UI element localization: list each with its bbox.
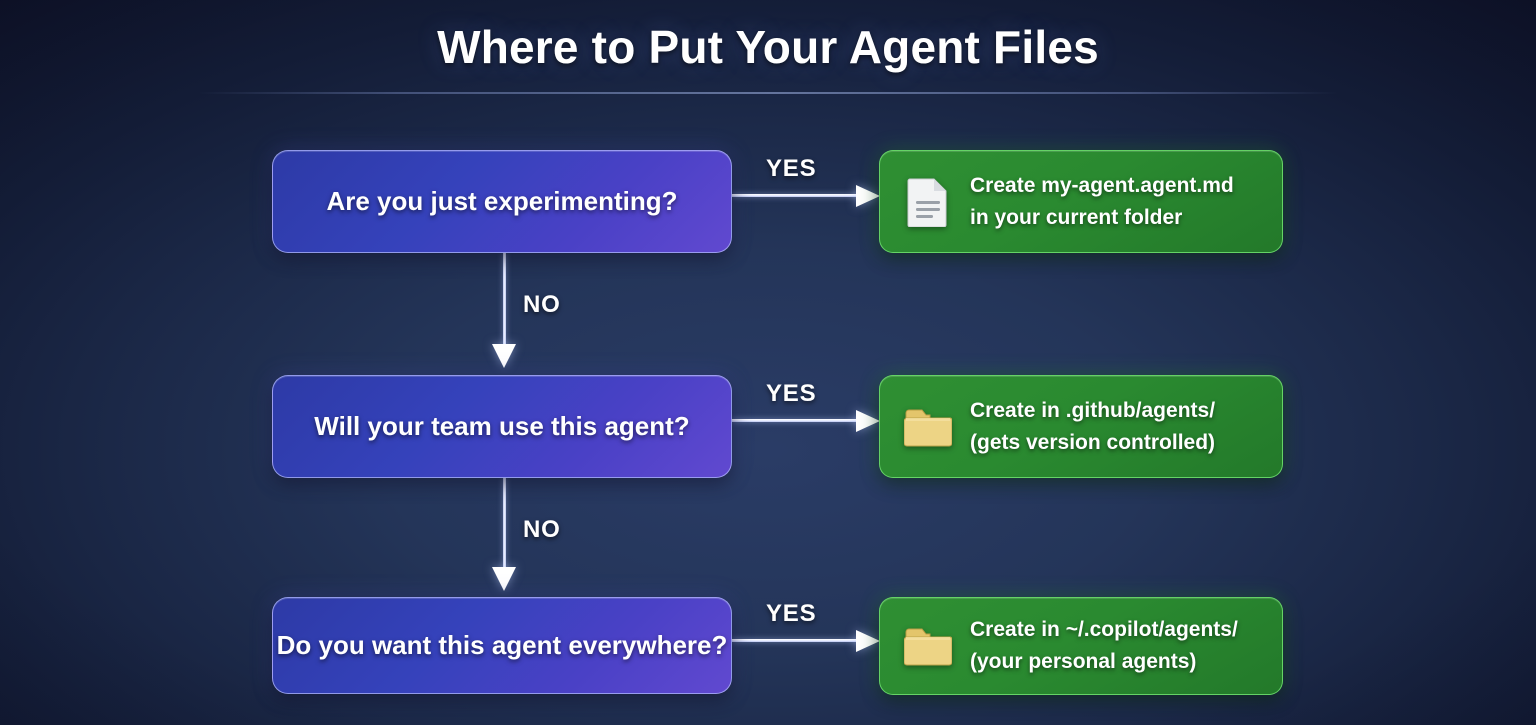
connector-line xyxy=(503,478,506,569)
result-line-2: (your personal agents) xyxy=(970,650,1197,673)
yes-label: YES xyxy=(766,155,817,182)
document-icon xyxy=(902,174,954,230)
decision-box-everywhere[interactable]: Do you want this agent everywhere? xyxy=(272,597,732,694)
decision-box-experimenting[interactable]: Are you just experimenting? xyxy=(272,150,732,253)
connector-line xyxy=(732,419,860,422)
arrow-head-right-icon xyxy=(856,410,880,432)
result-text: Create my-agent.agent.md in your current… xyxy=(970,172,1234,231)
folder-icon xyxy=(902,618,954,674)
connector-line xyxy=(732,639,860,642)
decision-box-team-use[interactable]: Will your team use this agent? xyxy=(272,375,732,478)
decision-label: Are you just experimenting? xyxy=(326,186,678,216)
yes-connector: YES xyxy=(732,600,880,652)
result-box-github-agents[interactable]: Create in .github/agents/ (gets version … xyxy=(879,375,1283,478)
arrow-head-right-icon xyxy=(856,185,880,207)
no-connector: NO xyxy=(492,253,560,368)
no-label: NO xyxy=(523,516,561,543)
yes-label: YES xyxy=(766,380,817,407)
result-line-2: (gets version controlled) xyxy=(970,430,1216,454)
yes-connector: YES xyxy=(732,155,880,207)
result-line-2: in your current folder xyxy=(970,205,1183,229)
result-line-1: Create my-agent.agent.md xyxy=(970,173,1234,197)
result-line-1: Create in ~/.copilot/agents/ xyxy=(970,618,1238,642)
decision-label: Will your team use this agent? xyxy=(314,411,690,441)
yes-connector: YES xyxy=(732,380,880,432)
arrow-head-down-icon xyxy=(492,344,516,368)
result-text: Create in ~/.copilot/agents/ (your perso… xyxy=(970,616,1238,675)
connector-line xyxy=(732,194,860,197)
decision-label: Do you want this agent everywhere? xyxy=(276,630,728,660)
page-title: Where to Put Your Agent Files xyxy=(437,21,1099,73)
result-text: Create in .github/agents/ (gets version … xyxy=(970,397,1215,456)
result-box-copilot-agents[interactable]: Create in ~/.copilot/agents/ (your perso… xyxy=(879,597,1283,695)
no-connector: NO xyxy=(492,478,560,591)
result-box-current-folder[interactable]: Create my-agent.agent.md in your current… xyxy=(879,150,1283,253)
result-line-1: Create in .github/agents/ xyxy=(970,398,1216,422)
title-divider xyxy=(198,92,1338,94)
arrow-head-right-icon xyxy=(856,630,880,652)
folder-icon xyxy=(902,399,954,455)
no-label: NO xyxy=(523,291,561,318)
arrow-head-down-icon xyxy=(492,567,516,591)
connector-line xyxy=(503,253,506,346)
yes-label: YES xyxy=(766,600,817,627)
